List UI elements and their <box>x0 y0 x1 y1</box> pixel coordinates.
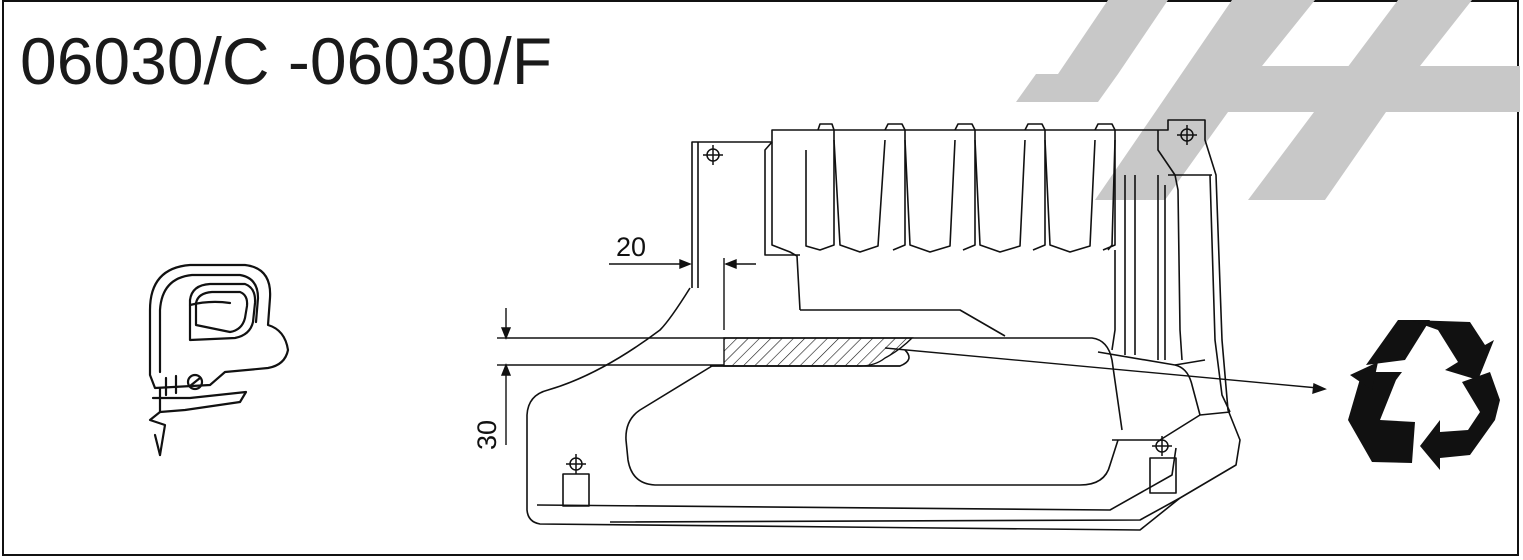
recycle-icon <box>1348 320 1500 470</box>
page-title: 06030/C -06030/F <box>20 24 553 98</box>
dimension-30 <box>497 308 512 445</box>
dimension-20 <box>609 258 756 330</box>
jigsaw-icon <box>148 263 290 457</box>
dimension-width-label: 20 <box>616 232 646 262</box>
hatched-section <box>723 337 914 367</box>
dimension-height-label: 30 <box>472 420 502 450</box>
hole-marks <box>566 125 1197 474</box>
part-outline <box>505 119 1241 531</box>
leader-arrow <box>884 347 1327 395</box>
corner-mark-icon <box>1016 0 1520 200</box>
